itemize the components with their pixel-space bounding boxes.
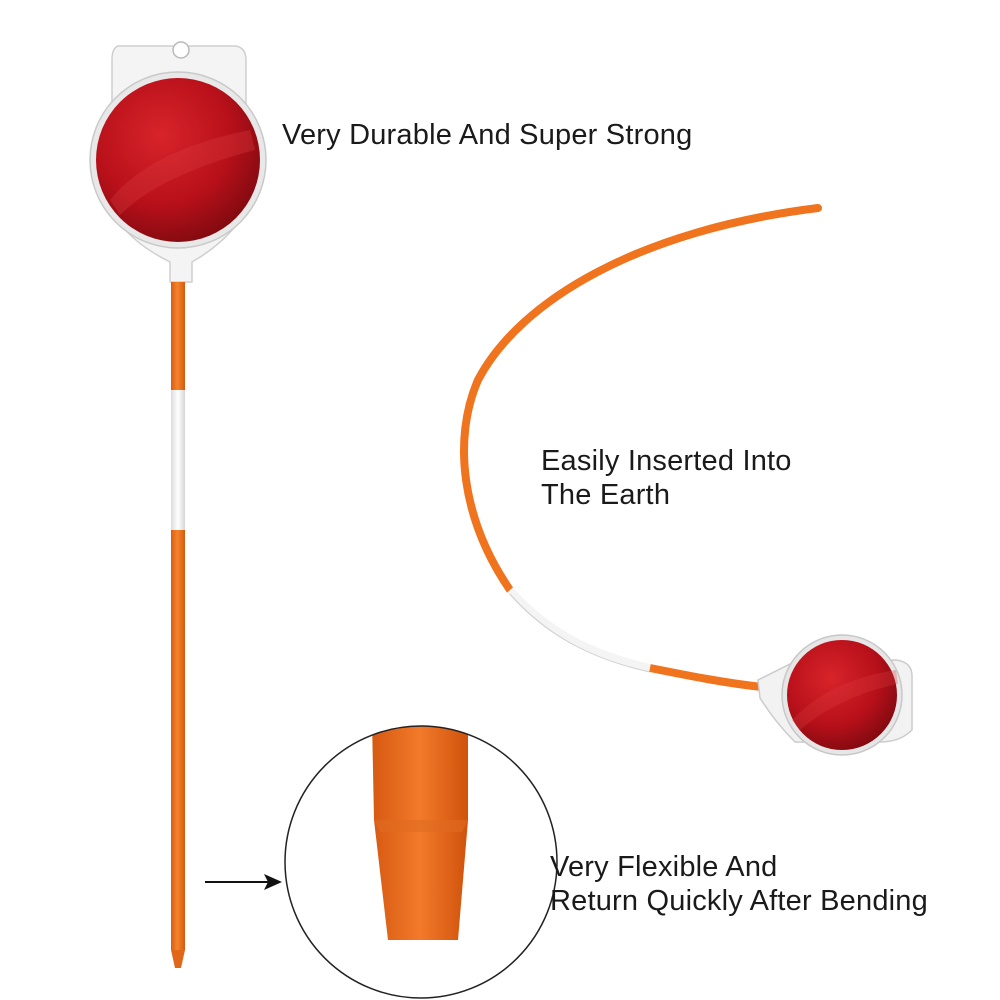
caption-insert: Easily Inserted Into The Earth	[541, 444, 792, 512]
caption-insert-line-2: The Earth	[541, 479, 671, 511]
caption-flexible-line-1: Very Flexible And	[550, 851, 778, 883]
rod-lower	[171, 530, 185, 950]
bracket-hole	[172, 41, 190, 59]
caption-durable: Very Durable And Super Strong	[282, 118, 692, 152]
bent-red-reflector-disc	[787, 640, 897, 750]
rod-white-band	[171, 390, 185, 530]
straight-stake	[89, 41, 267, 968]
caption-flexible: Very Flexible And Return Quickly After B…	[550, 850, 928, 918]
bent-rod-white-band	[506, 587, 651, 672]
caption-durable-text: Very Durable And Super Strong	[282, 119, 693, 151]
tip-zoom-circle	[284, 725, 558, 999]
red-reflector-disc	[96, 78, 260, 242]
rod-tip	[171, 950, 185, 968]
caption-flexible-line-2: Return Quickly After Bending	[550, 885, 928, 917]
caption-insert-line-1: Easily Inserted Into	[541, 445, 792, 477]
rod-upper	[171, 282, 185, 390]
bent-rod-orange-top	[460, 204, 822, 594]
arrow-right-icon	[205, 874, 282, 890]
bent-stake	[460, 204, 913, 756]
reflector-highlight	[110, 130, 255, 215]
bent-rod-orange-bottom	[649, 664, 763, 691]
